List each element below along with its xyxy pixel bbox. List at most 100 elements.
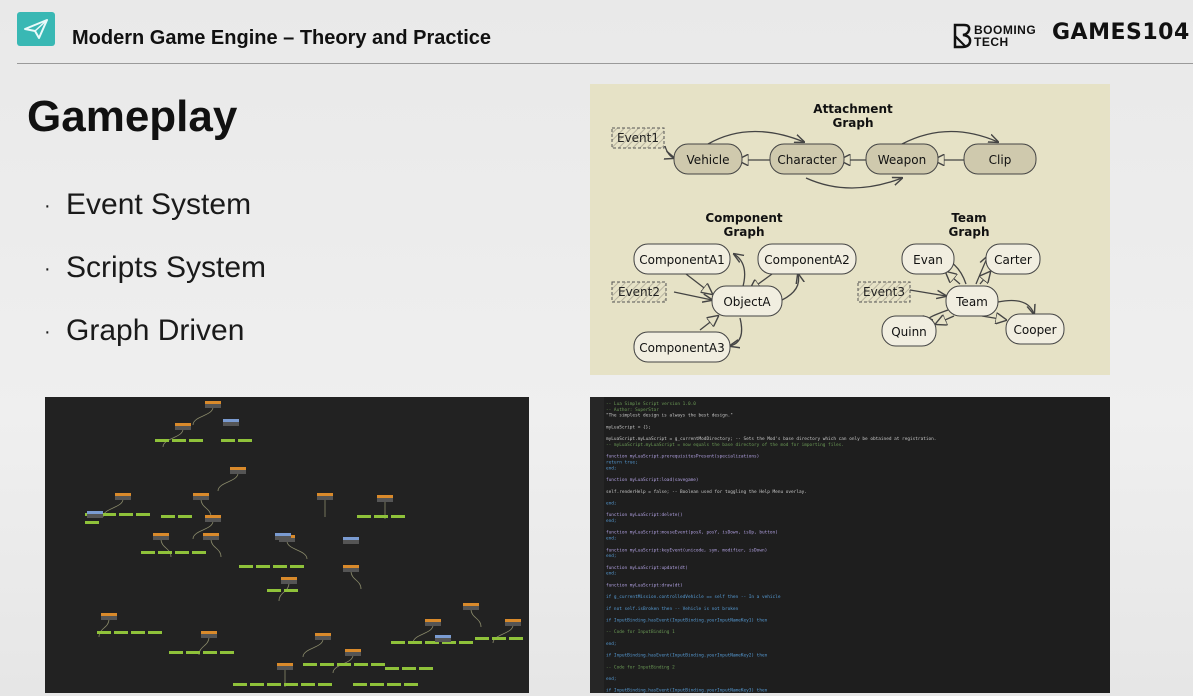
code-line: end; [606, 553, 617, 559]
bullet-dot: · [44, 321, 51, 344]
graph-node [193, 493, 209, 496]
graph-diagram: Attachment Graph Component Graph Team Gr… [590, 84, 1110, 375]
graph-node [391, 641, 405, 644]
graph-node [505, 619, 521, 622]
graph-node [153, 536, 169, 540]
graph-node [172, 439, 186, 442]
node-graph-canvas [85, 401, 523, 687]
games104-logo: GAMES104 [1052, 20, 1190, 45]
event2-node [611, 281, 667, 303]
code-line: function myLuaScript:keyEvent(unicode, s… [606, 547, 767, 553]
graph-node [374, 515, 388, 518]
graph-edge [192, 520, 214, 540]
graph-node [509, 637, 523, 640]
booming-b-icon [953, 23, 972, 49]
graph-node [273, 565, 287, 568]
vehicle-node [673, 143, 743, 175]
code-line: -- Code for InputBinding 1 [606, 629, 675, 635]
graph-node [317, 496, 333, 500]
code-line: myLuaScript = {}; [606, 424, 651, 430]
graph-node [343, 537, 359, 540]
graph-node [203, 651, 217, 654]
graph-node [250, 683, 264, 686]
paper-plane-icon [24, 19, 48, 39]
code-line: if InputBinding.hasEvent(InputBinding.yo… [606, 617, 768, 623]
clip-label: Clip [989, 153, 1012, 167]
course-title: Modern Game Engine – Theory and Practice [72, 27, 492, 49]
bullet-dot: · [44, 195, 51, 218]
carter-label: Carter [994, 253, 1032, 267]
graph-node [284, 589, 298, 592]
code-line: function myLuaScript:draw(dt) [606, 582, 683, 588]
graph-node [161, 515, 175, 518]
graph-node [315, 636, 331, 640]
graph-node [153, 533, 169, 536]
bullet-text: Scripts System [66, 251, 267, 284]
graph-node [201, 631, 217, 634]
graph-node [175, 426, 191, 430]
graph-node [205, 404, 221, 408]
code-line: end; [606, 465, 617, 471]
graph-node [169, 651, 183, 654]
graph-node [141, 551, 155, 554]
graph-node [459, 641, 473, 644]
graph-node [101, 613, 117, 616]
graph-node [155, 439, 169, 442]
graph-node [402, 667, 416, 670]
graph-node [148, 631, 162, 634]
code-line: -- Author: SuperStar [606, 407, 659, 413]
graph-node [239, 565, 253, 568]
graph-node [281, 580, 297, 584]
graph-node [230, 470, 246, 474]
graph-node [85, 521, 99, 524]
graph-node [463, 606, 479, 610]
componentA1-label: ComponentA1 [639, 253, 725, 267]
graph-node [114, 631, 128, 634]
cooper-label: Cooper [1014, 323, 1057, 337]
graph-node [230, 467, 246, 470]
graph-node [385, 667, 399, 670]
graph-diagram-svg: Attachment Graph Component Graph Team Gr… [611, 102, 1065, 363]
graph-edge [217, 472, 239, 492]
graph-node [178, 515, 192, 518]
character-label: Character [777, 153, 836, 167]
bullet-dot: · [44, 258, 51, 281]
graph-node [277, 666, 293, 670]
graph-node [377, 498, 393, 502]
clip-node [963, 143, 1037, 175]
graph-node [192, 551, 206, 554]
bullet-item: ·Graph Driven [44, 310, 266, 373]
evan-node [901, 243, 955, 275]
graph-node [492, 637, 506, 640]
graph-node [354, 663, 368, 666]
graph-node [435, 638, 451, 642]
graph-edge [162, 428, 184, 448]
componentA2-node [757, 243, 857, 275]
graph-node [186, 651, 200, 654]
graph-node [221, 439, 235, 442]
graph-node [301, 683, 315, 686]
code-line: "The simplest design is always the best … [606, 413, 733, 419]
character-node [769, 143, 845, 175]
code-line: -- Lua Simple Script version 1.0.0 [606, 401, 696, 407]
graph-node [387, 683, 401, 686]
code-line: if InputBinding.hasEvent(InputBinding.yo… [606, 653, 768, 659]
graph-node [175, 423, 191, 426]
bullet-list: ·Event System ·Scripts System ·Graph Dri… [44, 184, 266, 373]
code-line: function myLuaScript:load(savegame) [606, 477, 699, 483]
graph-node [136, 513, 150, 516]
graph-node [505, 622, 521, 626]
code-line: function myLuaScript.prerequisitesPresen… [606, 454, 759, 460]
componentA1-node [633, 243, 731, 275]
graph-node [463, 603, 479, 606]
graph-node [475, 637, 489, 640]
graph-node [158, 551, 172, 554]
code-line: end; [606, 500, 617, 506]
graph-node [425, 641, 439, 644]
slide-header: Modern Game Engine – Theory and Practice… [0, 0, 1193, 64]
booming-tech-logo: BOOMING TECH [952, 22, 1038, 52]
graph-node [337, 663, 351, 666]
graph-node [357, 515, 371, 518]
graph-node [318, 683, 332, 686]
weapon-label: Weapon [878, 153, 926, 167]
